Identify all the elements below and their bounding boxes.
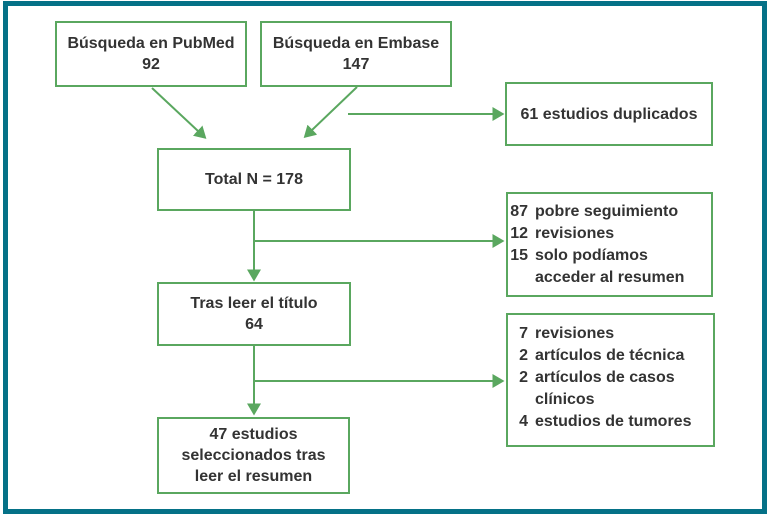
- node-title: Búsqueda en Embase: [272, 35, 440, 52]
- exclusion-count: 87: [510, 203, 528, 220]
- node-tras-leer-titulo: Tras leer el título 64: [157, 282, 351, 346]
- node-title-line: 47 estudios: [209, 426, 298, 443]
- node-total: Total N = 178: [157, 148, 351, 211]
- exclusion-label: solo podíamos acceder al resumen: [535, 247, 685, 286]
- exclusion-item: 2 artículos de casos clínicos: [509, 367, 711, 411]
- node-title-line: seleccionados tras: [181, 447, 326, 464]
- node-busqueda-pubmed: Búsqueda en PubMed 92: [55, 21, 247, 87]
- exclusion-item: 4 estudios de tumores: [509, 411, 711, 433]
- exclusion-label: artículos de técnica: [535, 347, 685, 364]
- exclusion-item: 87 pobre seguimiento: [509, 201, 709, 223]
- node-exclusion-after-title: 7 revisiones 2 artículos de técnica 2 ar…: [506, 313, 715, 447]
- exclusion-label: pobre seguimiento: [535, 203, 679, 220]
- node-estudios-seleccionados: 47 estudios seleccionados tras leer el r…: [157, 417, 350, 494]
- exclusion-label: revisiones: [535, 225, 615, 242]
- node-exclusion-after-total: 87 pobre seguimiento 12 revisiones 15 so…: [506, 192, 713, 297]
- exclusion-count: 15: [510, 247, 528, 264]
- node-title: Búsqueda en PubMed: [67, 35, 235, 52]
- exclusion-item: 2 artículos de técnica: [509, 345, 711, 367]
- exclusion-count: 2: [519, 369, 528, 386]
- node-estudios-duplicados: 61 estudios duplicados: [505, 82, 713, 146]
- exclusion-item: 12 revisiones: [509, 223, 709, 245]
- node-title: Tras leer el título: [190, 295, 318, 312]
- exclusion-label: artículos de casos clínicos: [535, 369, 675, 408]
- exclusion-count: 7: [519, 325, 528, 342]
- exclusion-count: 4: [519, 413, 528, 430]
- exclusion-count: 2: [519, 347, 528, 364]
- exclusion-item: 7 revisiones: [509, 323, 711, 345]
- exclusion-item: 15 solo podíamos acceder al resumen: [509, 245, 709, 289]
- node-title: Total N = 178: [205, 171, 303, 188]
- exclusion-label: estudios de tumores: [535, 413, 692, 430]
- node-busqueda-embase: Búsqueda en Embase 147: [260, 21, 452, 87]
- node-title: 61 estudios duplicados: [520, 105, 698, 123]
- exclusion-label: revisiones: [535, 325, 615, 342]
- node-count: 64: [245, 316, 263, 333]
- exclusion-count: 12: [510, 225, 528, 242]
- node-title-line: leer el resumen: [194, 468, 313, 485]
- node-count: 147: [342, 56, 370, 73]
- node-count: 92: [142, 56, 160, 73]
